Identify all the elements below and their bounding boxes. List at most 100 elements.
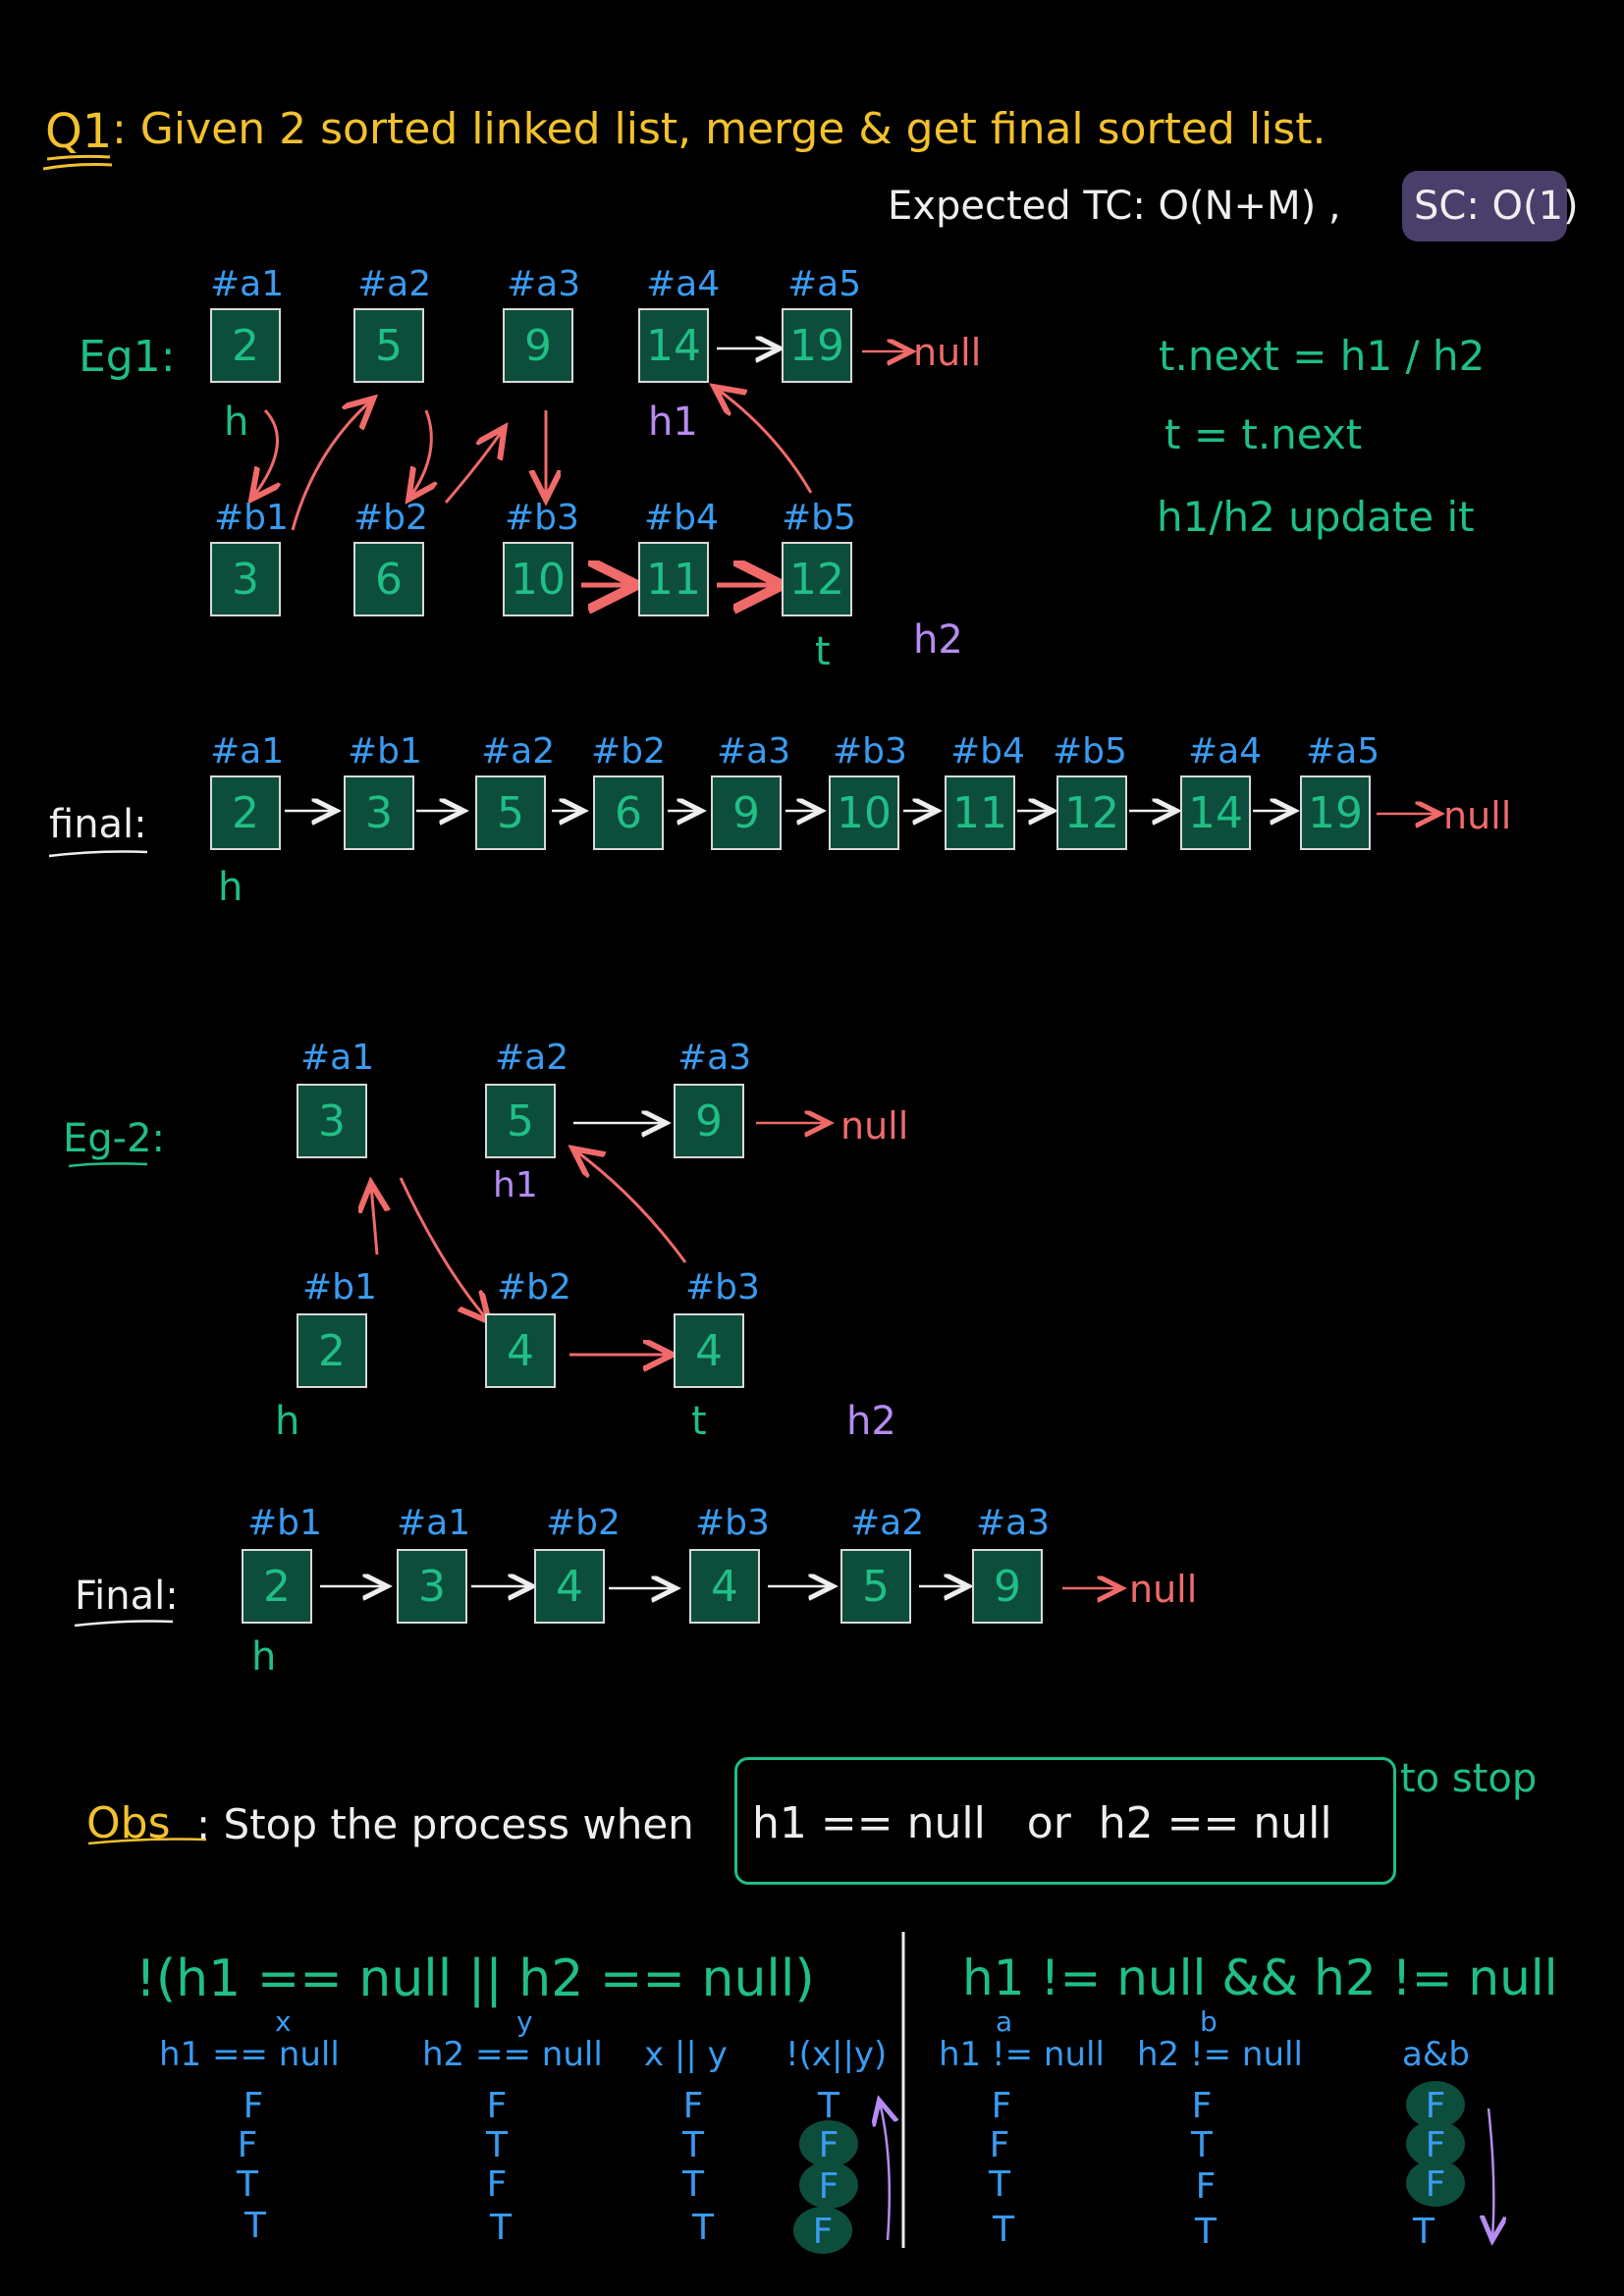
tl-r1-c1: T: [486, 2125, 508, 2165]
down-arrow: [1489, 2108, 1493, 2238]
eg1-node-a2: 5: [353, 308, 424, 383]
final2-node-1: 3: [397, 1549, 467, 1624]
eg1-node-b4: 11: [638, 542, 709, 616]
truth-right-b: b: [1200, 2005, 1218, 2038]
eg2-node-a1: 3: [297, 1084, 367, 1158]
eg1-node-b5: 12: [782, 542, 852, 616]
eg1-b1-addr: #b1: [214, 498, 289, 538]
truth-left-header-2: x || y: [644, 2035, 728, 2074]
final1-label: final:: [49, 802, 147, 847]
tl-r3-c0: T: [244, 2206, 266, 2246]
eg1-node-a3: 9: [503, 308, 573, 383]
eg2-ptr-t: t: [691, 1399, 707, 1444]
question-text: : Given 2 sorted linked list, merge & ge…: [112, 104, 1326, 154]
stop-condition: h1 == null or h2 == null: [752, 1798, 1332, 1848]
final2-ptr-h: h: [251, 1634, 277, 1680]
eg2-label: Eg-2:: [63, 1116, 166, 1161]
truth-left-expression: !(h1 == null || h2 == null): [135, 1949, 815, 2008]
final1-addr-9: #a5: [1306, 731, 1380, 772]
eg2-b1-addr: #b1: [302, 1267, 377, 1308]
eg1-a3-addr: #a3: [507, 264, 581, 304]
tl-r3-c1: T: [490, 2208, 512, 2248]
expected-sc: SC: O(1): [1414, 184, 1579, 229]
eg1-merge-arrows: [253, 389, 813, 585]
final1-node-8: 14: [1180, 775, 1251, 850]
eg2-node-b3: 4: [674, 1313, 744, 1388]
eg1-node-a4: 14: [638, 308, 709, 383]
eg1-note-1: t.next = h1 / h2: [1159, 332, 1486, 380]
final2-addr-4: #a2: [850, 1503, 925, 1543]
q1-underline: [42, 154, 113, 171]
final1-addr-3: #b2: [591, 731, 666, 772]
final1-node-0: 2: [210, 775, 281, 850]
final1-node-2: 5: [475, 775, 546, 850]
truth-left-x: x: [275, 2005, 292, 2038]
eg2-node-a3: 9: [674, 1084, 744, 1158]
eg2-ptr-h: h: [275, 1399, 300, 1444]
eg1-node-a5: 19: [782, 308, 852, 383]
tr-r0-c1: F: [1191, 2086, 1213, 2126]
tr-r2-c1: F: [1195, 2166, 1217, 2207]
truth-right-a: a: [996, 2005, 1013, 2038]
eg2-a1-addr: #a1: [300, 1038, 375, 1078]
to-stop-note: to stop: [1400, 1756, 1538, 1801]
final1-node-4: 9: [711, 775, 782, 850]
final2-label: Final:: [75, 1574, 179, 1619]
tl-r1-c3: F: [799, 2120, 858, 2167]
truth-left-header-0: h1 == null: [159, 2035, 340, 2074]
eg1-ptr-h: h: [224, 400, 249, 445]
tr-r0-c0: F: [991, 2086, 1012, 2126]
final1-node-6: 11: [945, 775, 1015, 850]
tr-r1-c0: F: [989, 2125, 1010, 2165]
eg1-b2-addr: #b2: [353, 498, 428, 538]
final1-node-9: 19: [1300, 775, 1371, 850]
eg1-a2-addr: #a2: [357, 264, 432, 304]
eg2-b2-addr: #b2: [497, 1267, 571, 1308]
eg1-a1-addr: #a1: [210, 264, 285, 304]
eg1-note-2: t = t.next: [1164, 410, 1363, 458]
final1-addr-5: #b3: [833, 731, 907, 772]
obs-label: Obs: [86, 1798, 171, 1848]
eg1-node-b1: 3: [210, 542, 281, 616]
eg1-note-3: h1/h2 update it: [1157, 493, 1475, 541]
final1-addr-7: #b5: [1053, 731, 1127, 772]
eg2-b3-addr: #b3: [685, 1267, 760, 1308]
final1-addr-4: #a3: [717, 731, 791, 772]
tl-r2-c0: T: [237, 2164, 258, 2205]
truth-right-expression: h1 != null && h2 != null: [962, 1949, 1558, 2006]
final1-addr-2: #a2: [481, 731, 556, 772]
tr-r0-c2: F: [1406, 2081, 1465, 2128]
tr-r3-c2: T: [1413, 2212, 1435, 2252]
eg1-ptr-h1: h1: [648, 400, 698, 445]
tl-r1-c2: T: [682, 2125, 704, 2165]
truth-left-y: y: [516, 2005, 533, 2038]
final2-addr-5: #a3: [976, 1503, 1051, 1543]
eg1-node-a1: 2: [210, 308, 281, 383]
eg1-ptr-t: t: [815, 629, 831, 674]
tl-r2-c2: T: [682, 2164, 704, 2205]
final2-addr-1: #a1: [397, 1503, 471, 1543]
truth-right-header-2: a&b: [1402, 2035, 1470, 2074]
eg2-merge-arrows: [371, 1150, 687, 1355]
expected-tc: Expected TC: O(N+M) ,: [888, 184, 1341, 229]
sc-highlight: [1402, 171, 1567, 241]
tr-r3-c0: T: [993, 2210, 1014, 2250]
eg1-ptr-h2: h2: [913, 617, 963, 663]
eg1-b5-addr: #b5: [782, 498, 856, 538]
tl-r0-c2: F: [682, 2086, 704, 2126]
eg2-node-a2: 5: [485, 1084, 556, 1158]
tl-r3-c3: F: [793, 2207, 852, 2254]
final2-arrows: [320, 1586, 966, 1588]
truth-right-header-1: h2 != null: [1137, 2035, 1303, 2074]
final2-addr-3: #b3: [695, 1503, 770, 1543]
final2-addr-2: #b2: [546, 1503, 621, 1543]
final2-addr-0: #b1: [247, 1503, 322, 1543]
final2-node-2: 4: [534, 1549, 605, 1624]
final2-node-4: 5: [840, 1549, 911, 1624]
tr-r2-c2: F: [1406, 2160, 1465, 2207]
stop-condition-box: [734, 1757, 1396, 1885]
up-arrow: [880, 2103, 890, 2241]
eg1-b3-addr: #b3: [505, 498, 579, 538]
tr-r3-c1: T: [1195, 2212, 1217, 2252]
final2-node-0: 2: [242, 1549, 312, 1624]
